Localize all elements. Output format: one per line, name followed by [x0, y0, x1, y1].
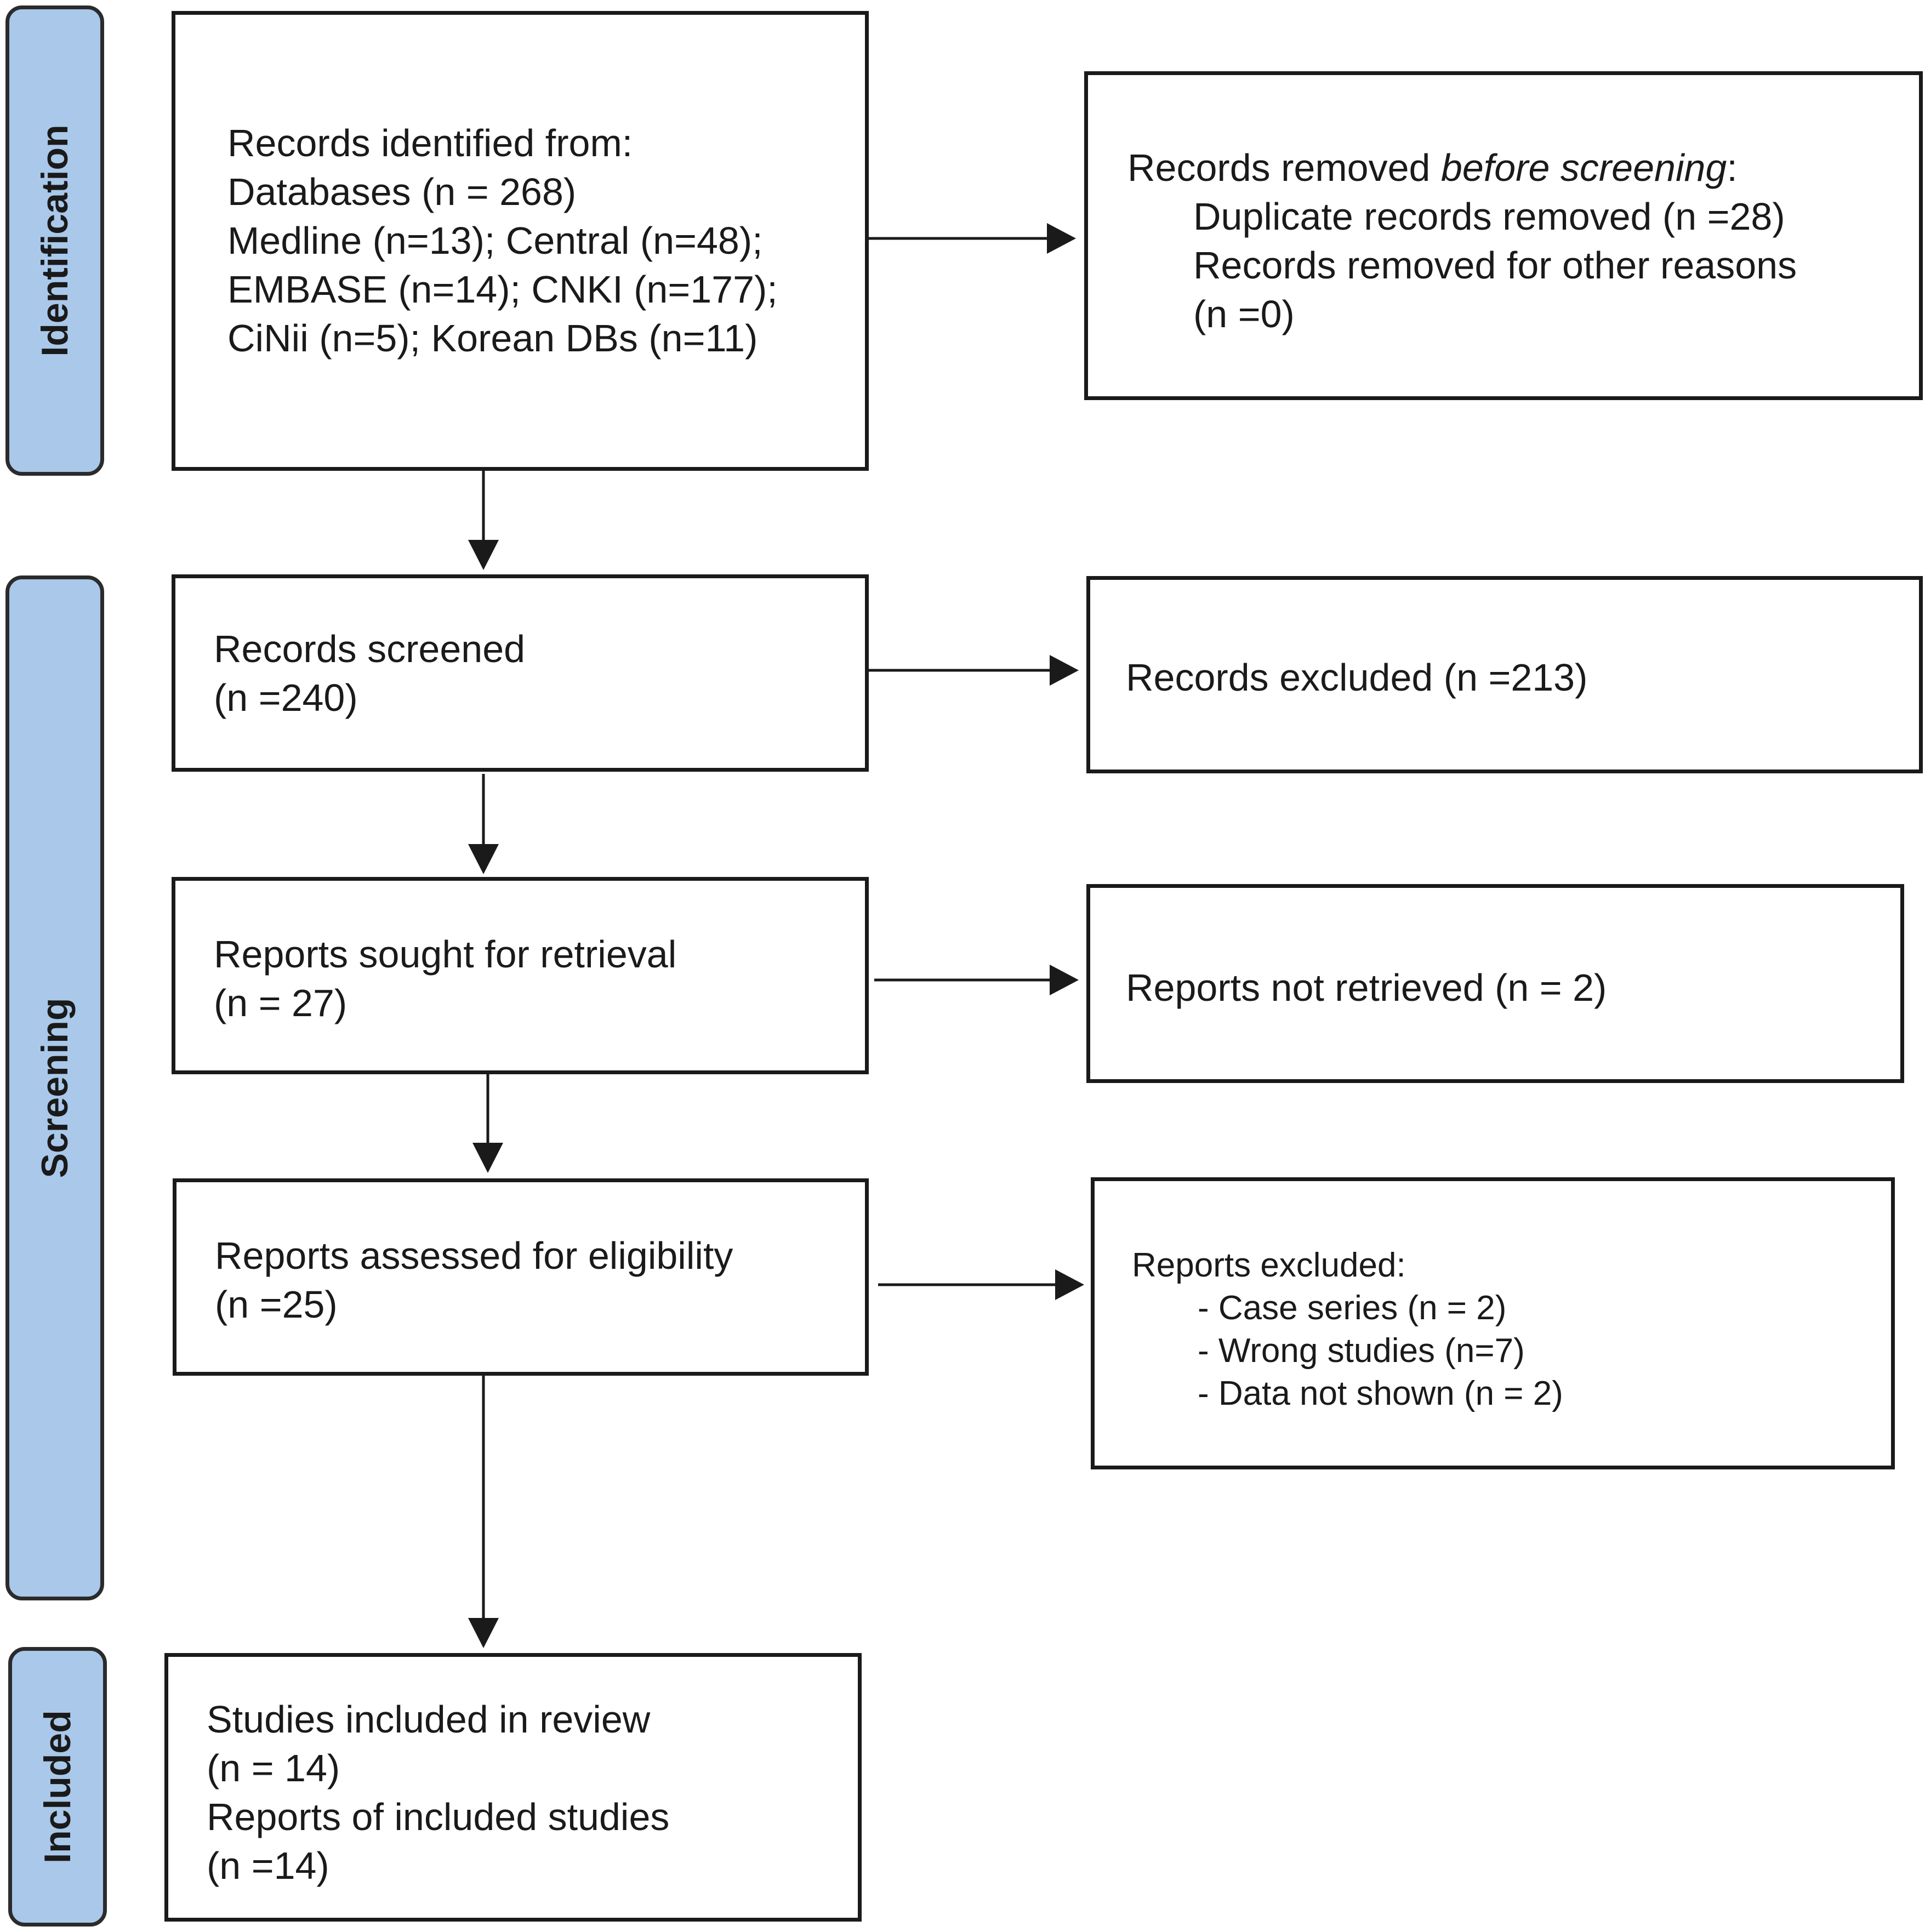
reports-excluded-box: Reports excluded: - Case series (n = 2) …	[1091, 1177, 1895, 1469]
phase-screening: Screening	[5, 575, 104, 1600]
arrowhead-down	[472, 1143, 503, 1173]
database-breakdown-2: EMBASE (n=14); CNKI (n=177);	[227, 268, 778, 311]
phase-included: Included	[8, 1647, 107, 1927]
reports-not-retrieved-label: Reports not retrieved (n = 2)	[1126, 966, 1607, 1009]
arrowhead-down	[468, 1618, 499, 1648]
databases-count: Databases (n = 268)	[227, 170, 577, 213]
exclusion-reason: - Case series (n = 2)	[1198, 1289, 1507, 1327]
reports-included-count: (n =14)	[207, 1844, 329, 1887]
reports-sought-count: (n = 27)	[214, 982, 348, 1024]
database-breakdown-1: Medline (n=13); Central (n=48);	[227, 219, 763, 262]
records-screened-box: Records screened (n =240)	[172, 574, 869, 772]
records-screened-count: (n =240)	[214, 676, 358, 719]
records-excluded-label: Records excluded (n =213)	[1126, 656, 1588, 699]
reports-assessed-label: Reports assessed for eligibility	[215, 1234, 733, 1277]
arrowhead-right	[1047, 223, 1076, 254]
records-identified-heading: Records identified from:	[227, 122, 633, 164]
other-removed: Records removed for other reasons	[1193, 244, 1797, 287]
exclusion-reason: - Wrong studies (n=7)	[1198, 1332, 1525, 1370]
other-removed-count: (n =0)	[1193, 293, 1295, 335]
arrowhead-down	[468, 844, 499, 874]
records-removed-box: Records removed before screening: Duplic…	[1084, 71, 1923, 400]
studies-included-label: Studies included in review	[207, 1698, 651, 1741]
database-breakdown-3: CiNii (n=5); Korean DBs (n=11)	[227, 317, 758, 360]
studies-included-count: (n = 14)	[207, 1747, 340, 1789]
records-removed-heading: Records removed before screening:	[1127, 146, 1738, 189]
arrowhead-right	[1050, 965, 1079, 995]
arrowhead-right	[1050, 655, 1079, 686]
reports-sought-label: Reports sought for retrieval	[214, 933, 677, 976]
records-screened-label: Records screened	[214, 628, 526, 670]
studies-included-box: Studies included in review (n = 14) Repo…	[164, 1653, 862, 1922]
arrowhead-down	[468, 540, 499, 570]
reports-assessed-count: (n =25)	[215, 1283, 338, 1326]
reports-not-retrieved-box: Reports not retrieved (n = 2)	[1086, 884, 1904, 1083]
arrowhead-right	[1055, 1269, 1084, 1300]
reports-included-label: Reports of included studies	[207, 1796, 670, 1838]
records-identified-box: Records identified from: Databases (n = …	[172, 11, 869, 471]
records-excluded-box: Records excluded (n =213)	[1086, 576, 1923, 773]
duplicates-removed: Duplicate records removed (n =28)	[1193, 195, 1785, 238]
reports-sought-box: Reports sought for retrieval (n = 27)	[172, 877, 869, 1074]
exclusion-reason: - Data not shown (n = 2)	[1198, 1375, 1563, 1412]
reports-assessed-box: Reports assessed for eligibility (n =25)	[173, 1178, 869, 1376]
phase-identification: Identification	[5, 5, 104, 476]
reports-excluded-heading: Reports excluded:	[1132, 1246, 1406, 1284]
